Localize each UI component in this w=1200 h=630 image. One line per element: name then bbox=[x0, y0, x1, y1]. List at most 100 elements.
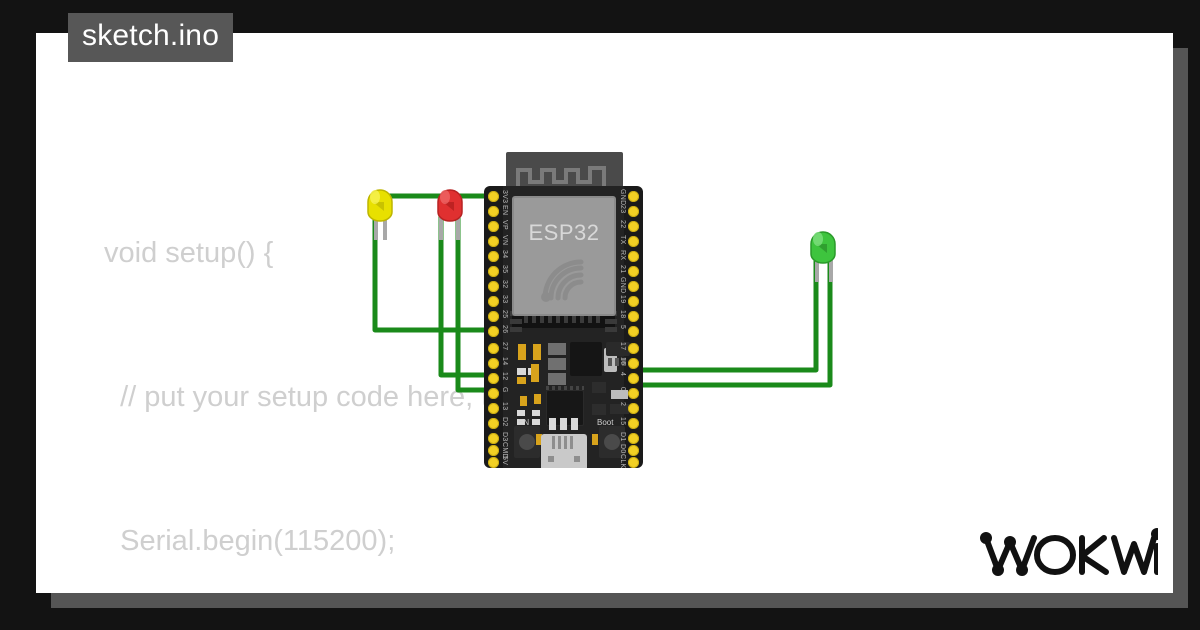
logo-node-dot bbox=[980, 532, 992, 544]
pin-d0[interactable] bbox=[628, 445, 639, 456]
resistor-r1 bbox=[518, 344, 526, 360]
pin-rx[interactable] bbox=[628, 251, 639, 262]
pin-4[interactable] bbox=[628, 373, 639, 384]
pin-header-right[interactable]: GND 23 22 TX RX 21 GND 19 18 5 17 16 4 0… bbox=[619, 186, 643, 469]
wifi-logo-icon bbox=[541, 259, 584, 302]
pin-3v3[interactable] bbox=[488, 191, 499, 202]
pin-label: 3V3 bbox=[501, 190, 508, 204]
pad-right-3 bbox=[605, 327, 617, 332]
pin-d2[interactable] bbox=[488, 418, 499, 429]
smd-part-c bbox=[532, 410, 540, 416]
pin-22[interactable] bbox=[628, 221, 639, 232]
pin-0[interactable] bbox=[628, 388, 639, 399]
pin-label: VN bbox=[501, 235, 508, 246]
pin-label: 5 bbox=[619, 325, 626, 330]
pin-label: 16 bbox=[619, 357, 626, 366]
esp32-devkit-board[interactable]: EN Boot bbox=[484, 186, 643, 469]
pin-17[interactable] bbox=[628, 343, 639, 354]
pin-en[interactable] bbox=[488, 206, 499, 217]
pin-label: 23 bbox=[619, 205, 626, 214]
pin-label: 12 bbox=[501, 372, 508, 381]
pin-label: 2 bbox=[619, 402, 626, 407]
usb-screw-2 bbox=[574, 456, 580, 462]
resistor-r2 bbox=[533, 344, 541, 360]
pin-21[interactable] bbox=[628, 266, 639, 277]
pin-label: 18 bbox=[619, 310, 626, 319]
pin-clk[interactable] bbox=[628, 457, 639, 468]
onboard-led-2 bbox=[534, 394, 541, 404]
pin-d3[interactable] bbox=[488, 433, 499, 444]
led-green[interactable] bbox=[803, 224, 843, 284]
pin-2[interactable] bbox=[628, 403, 639, 414]
pin-gnd-left[interactable] bbox=[488, 388, 499, 399]
wifi-dot bbox=[541, 292, 551, 302]
pin-25[interactable] bbox=[488, 311, 499, 322]
usb-smd-5 bbox=[592, 434, 598, 445]
pin-header-left[interactable]: 3V3 EN VP VN 34 35 32 33 25 26 27 14 12 … bbox=[484, 186, 508, 468]
jumper-header-2[interactable] bbox=[592, 404, 606, 415]
pin-5[interactable] bbox=[628, 326, 639, 337]
pin-34[interactable] bbox=[488, 251, 499, 262]
pin-cmd[interactable] bbox=[488, 445, 499, 456]
boot-button-label: Boot bbox=[597, 418, 614, 427]
pin-35[interactable] bbox=[488, 266, 499, 277]
pin-label: 26 bbox=[501, 325, 508, 334]
cap-c1 bbox=[548, 343, 566, 355]
led-yellow-anode-leg bbox=[383, 214, 387, 240]
pin-18[interactable] bbox=[628, 311, 639, 322]
pin-26[interactable] bbox=[488, 326, 499, 337]
boot-button-knob[interactable] bbox=[604, 434, 620, 450]
pin-label: 14 bbox=[501, 357, 508, 366]
module-pads bbox=[524, 316, 604, 323]
pin-vp[interactable] bbox=[488, 221, 499, 232]
esp32-module-label: ESP32 bbox=[528, 220, 600, 245]
usb-smd-3 bbox=[571, 418, 578, 430]
led-green-cathode-leg bbox=[815, 256, 819, 282]
pin-label: D1 bbox=[619, 432, 626, 442]
pin-12[interactable] bbox=[488, 373, 499, 384]
pin-tx[interactable] bbox=[628, 236, 639, 247]
usb-contacts bbox=[552, 436, 576, 449]
pin-label: TX bbox=[619, 235, 626, 245]
jumper-header-1[interactable] bbox=[592, 382, 606, 393]
pin-label: 22 bbox=[619, 220, 626, 229]
pad-right-2 bbox=[605, 319, 617, 324]
pin-vn[interactable] bbox=[488, 236, 499, 247]
pin-label: D2 bbox=[501, 417, 508, 427]
led-red[interactable] bbox=[430, 182, 470, 242]
pin-15[interactable] bbox=[628, 418, 639, 429]
tab-sketch-ino[interactable]: sketch.ino bbox=[68, 13, 234, 62]
pad-left-3 bbox=[510, 327, 522, 332]
cap-c2 bbox=[548, 358, 566, 370]
pin-label: 15 bbox=[619, 417, 626, 426]
smd-part-d bbox=[532, 419, 540, 425]
pin-33[interactable] bbox=[488, 296, 499, 307]
pin-gnd-top[interactable] bbox=[628, 191, 639, 202]
wokwi-logo-icon[interactable]: WOKWI bbox=[978, 522, 1163, 584]
led-green-die bbox=[816, 244, 827, 253]
jumper-header-3[interactable] bbox=[610, 404, 629, 414]
pin-16[interactable] bbox=[628, 358, 639, 369]
wokwi-logo[interactable]: WOKWI bbox=[978, 522, 1163, 589]
pin-label: 13 bbox=[501, 402, 508, 411]
enable-button-knob[interactable] bbox=[519, 434, 535, 450]
pin-label: EN bbox=[501, 205, 508, 216]
wire-green-right-leg bbox=[637, 257, 833, 388]
pin-5v[interactable] bbox=[488, 457, 499, 468]
usb-smd-1 bbox=[549, 418, 556, 430]
usb-smd-2 bbox=[560, 418, 567, 430]
usb-screw-1 bbox=[548, 456, 554, 462]
pin-13[interactable] bbox=[488, 403, 499, 414]
pin-19[interactable] bbox=[628, 296, 639, 307]
pin-gnd-mid[interactable] bbox=[628, 281, 639, 292]
led-red-highlight bbox=[440, 190, 450, 204]
led-yellow[interactable] bbox=[360, 182, 400, 242]
pin-label: 33 bbox=[501, 295, 508, 304]
pin-d1[interactable] bbox=[628, 433, 639, 444]
pin-32[interactable] bbox=[488, 281, 499, 292]
pin-14[interactable] bbox=[488, 358, 499, 369]
pin-27[interactable] bbox=[488, 343, 499, 354]
pin-label: GND bbox=[619, 189, 626, 206]
pin-23[interactable] bbox=[628, 206, 639, 217]
res-array-2 bbox=[517, 377, 526, 384]
